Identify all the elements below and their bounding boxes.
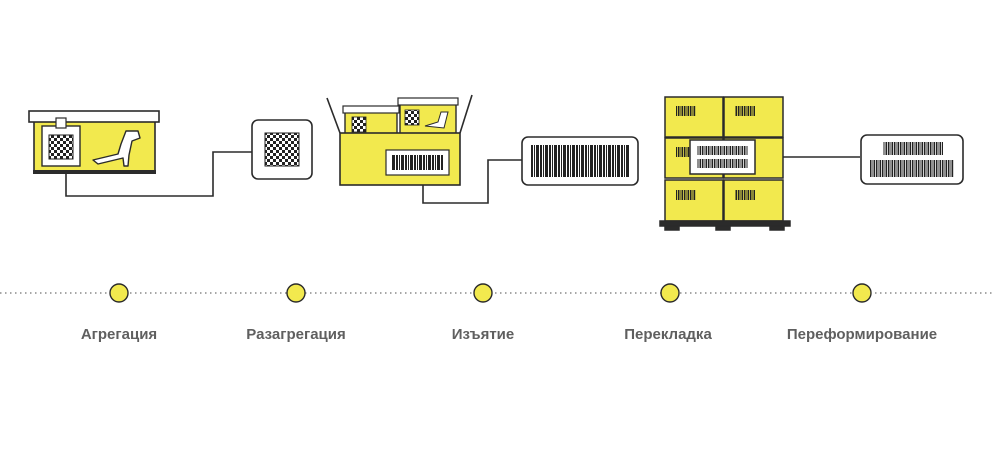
barcode-icon bbox=[521, 136, 639, 186]
step-dot-disaggregation bbox=[286, 283, 306, 303]
step-dot-reformation bbox=[852, 283, 872, 303]
step-dot-repacking bbox=[660, 283, 680, 303]
timeline-dots bbox=[109, 283, 872, 303]
shoebox-icon bbox=[28, 110, 160, 174]
step-label-repacking: Перекладка bbox=[624, 326, 712, 343]
sscc-barcode-icon bbox=[860, 134, 964, 185]
carton-box-icon bbox=[326, 94, 473, 186]
step-label-aggregation: Агрегация bbox=[80, 326, 158, 343]
pallet-icon bbox=[659, 96, 791, 231]
datamatrix-code-icon bbox=[251, 119, 313, 180]
step-dot-aggregation bbox=[109, 283, 129, 303]
step-label-reformation: Переформирование bbox=[786, 326, 938, 343]
step-label-disaggregation: Разагрегация bbox=[246, 326, 346, 343]
step-label-withdrawal: Изъятие bbox=[451, 326, 515, 343]
step-dot-withdrawal bbox=[473, 283, 493, 303]
